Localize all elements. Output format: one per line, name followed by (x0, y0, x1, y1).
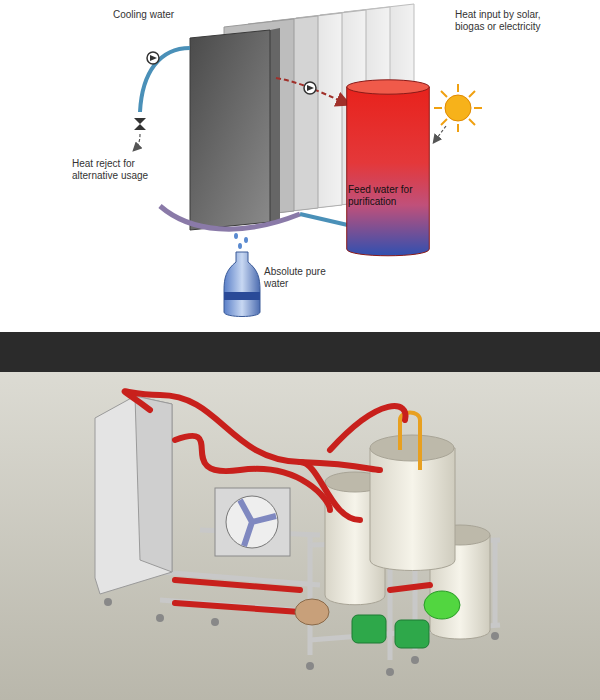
cooling-pipe (140, 48, 190, 112)
sun-icon (434, 84, 482, 132)
feed-pipe (276, 78, 348, 104)
return-pipe (160, 206, 300, 229)
divider-band (0, 332, 600, 372)
callout-label: Absolute pure water (264, 266, 334, 290)
callout-label: Heat reject for alternative usage (72, 158, 177, 182)
render-background (0, 372, 600, 700)
callout-label: Cooling water (113, 9, 193, 21)
node-text: Feed water for purification (345, 184, 431, 208)
callout-label: Heat input by solar, biogas or electrici… (455, 9, 550, 33)
pump-symbol (304, 82, 316, 94)
pump-symbol (147, 52, 159, 64)
water-drops (234, 233, 248, 249)
bottle-icon (224, 252, 260, 317)
cad-render (95, 391, 500, 676)
tank-node: Feed water for purification (345, 78, 431, 258)
valve-symbol (134, 118, 146, 130)
tank-shape (345, 78, 431, 258)
